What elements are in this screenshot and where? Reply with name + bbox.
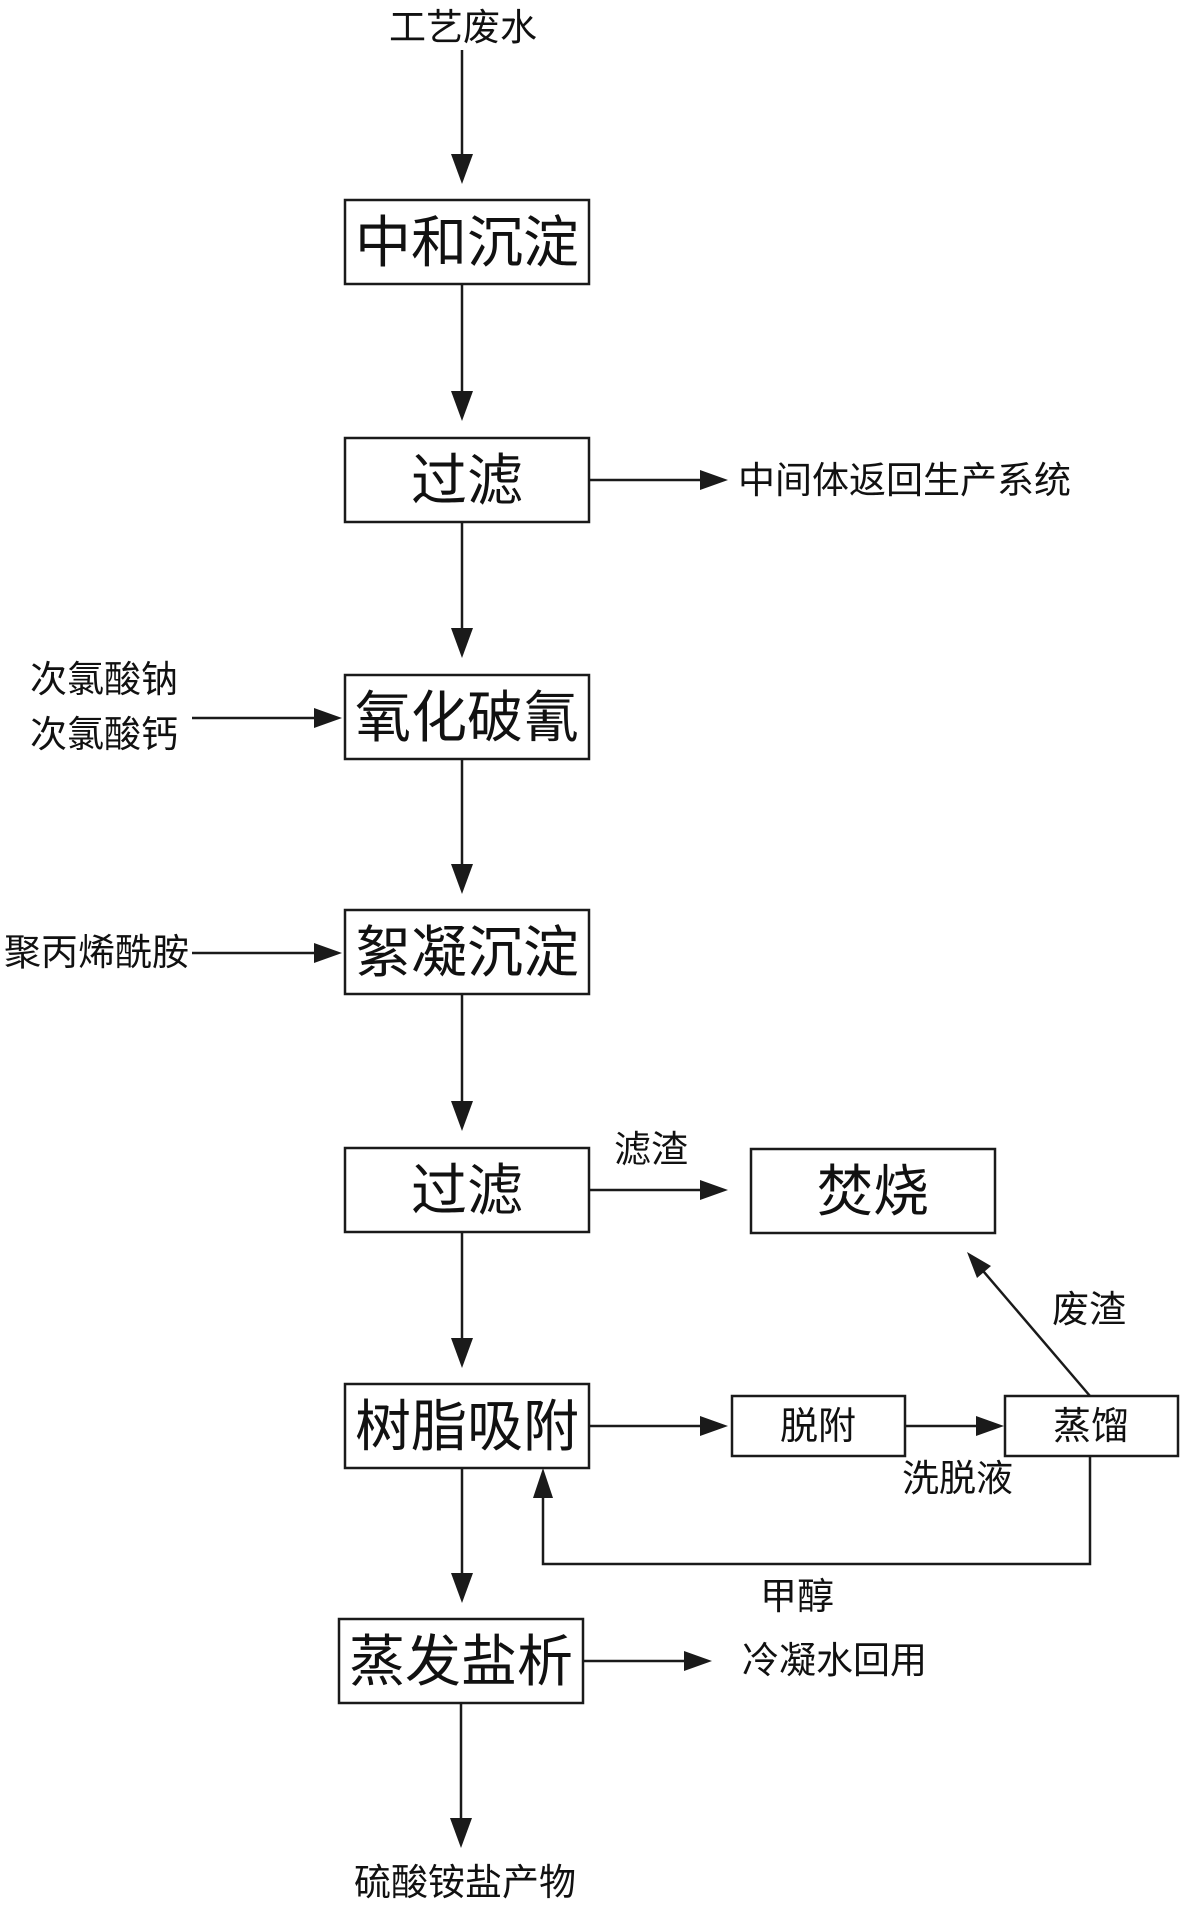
input-arrow xyxy=(451,50,473,184)
arrow-oxidation-to-flocculation xyxy=(451,759,473,894)
input-label: 工艺废水 xyxy=(389,6,537,49)
arrow-neutralization-to-filtration xyxy=(451,284,473,421)
node-evaporation-label: 蒸发盐析 xyxy=(349,1630,573,1695)
arrow-filtration-to-resin xyxy=(451,1232,473,1368)
arrow-resin-to-evaporation xyxy=(451,1468,473,1603)
node-filtration-1-label: 过滤 xyxy=(411,449,523,514)
waste-residue-label: 废渣 xyxy=(1052,1288,1126,1331)
node-desorption-label: 脱附 xyxy=(780,1404,856,1448)
arrow-desorption-to-distillation xyxy=(905,1416,1004,1436)
node-flocculation: 絮凝沉淀 xyxy=(343,908,591,996)
product-label: 硫酸铵盐产物 xyxy=(354,1861,576,1904)
node-distillation-label: 蒸馏 xyxy=(1053,1404,1129,1448)
arrow-flocculant-to-flocculation xyxy=(192,943,342,963)
filter-residue-label: 滤渣 xyxy=(614,1128,688,1171)
arrow-evaporation-to-product xyxy=(450,1703,472,1848)
arrow-reagent-to-oxidation xyxy=(192,708,342,728)
node-neutralization: 中和沉淀 xyxy=(343,198,591,286)
flocculant-label: 聚丙烯酰胺 xyxy=(4,931,189,974)
arrow-filtration-to-intermediate xyxy=(589,470,728,490)
arrow-methanol-recycle xyxy=(533,1456,1092,1566)
node-resin-adsorption: 树脂吸附 xyxy=(343,1382,591,1470)
node-oxidation: 氧化破氰 xyxy=(343,673,591,761)
node-incineration: 焚烧 xyxy=(749,1147,997,1235)
methanol-label: 甲醇 xyxy=(760,1575,834,1618)
arrow-distillation-to-incineration xyxy=(967,1252,1091,1397)
arrow-evaporation-to-condensate xyxy=(583,1651,712,1671)
node-flocculation-label: 絮凝沉淀 xyxy=(355,921,579,986)
node-distillation: 蒸馏 xyxy=(1003,1394,1180,1458)
arrow-filtration-to-oxidation xyxy=(451,522,473,658)
arrow-resin-to-desorption xyxy=(589,1416,728,1436)
node-filtration-2-label: 过滤 xyxy=(411,1159,523,1224)
node-filtration-1: 过滤 xyxy=(343,436,591,524)
arrow-filtration-to-incineration xyxy=(589,1180,728,1200)
node-incineration-label: 焚烧 xyxy=(817,1160,929,1225)
arrow-flocculation-to-filtration xyxy=(451,994,473,1131)
condensate-label: 冷凝水回用 xyxy=(742,1639,927,1682)
reagent-1-label: 次氯酸钠 xyxy=(30,658,178,701)
node-oxidation-label: 氧化破氰 xyxy=(355,686,579,751)
node-filtration-2: 过滤 xyxy=(343,1146,591,1234)
eluent-label: 洗脱液 xyxy=(902,1457,1013,1500)
intermediate-return-label: 中间体返回生产系统 xyxy=(738,459,1071,502)
reagent-2-label: 次氯酸钙 xyxy=(30,713,178,756)
node-desorption: 脱附 xyxy=(730,1394,907,1458)
node-evaporation: 蒸发盐析 xyxy=(337,1617,585,1705)
node-resin-adsorption-label: 树脂吸附 xyxy=(355,1395,579,1460)
node-neutralization-label: 中和沉淀 xyxy=(355,211,579,276)
